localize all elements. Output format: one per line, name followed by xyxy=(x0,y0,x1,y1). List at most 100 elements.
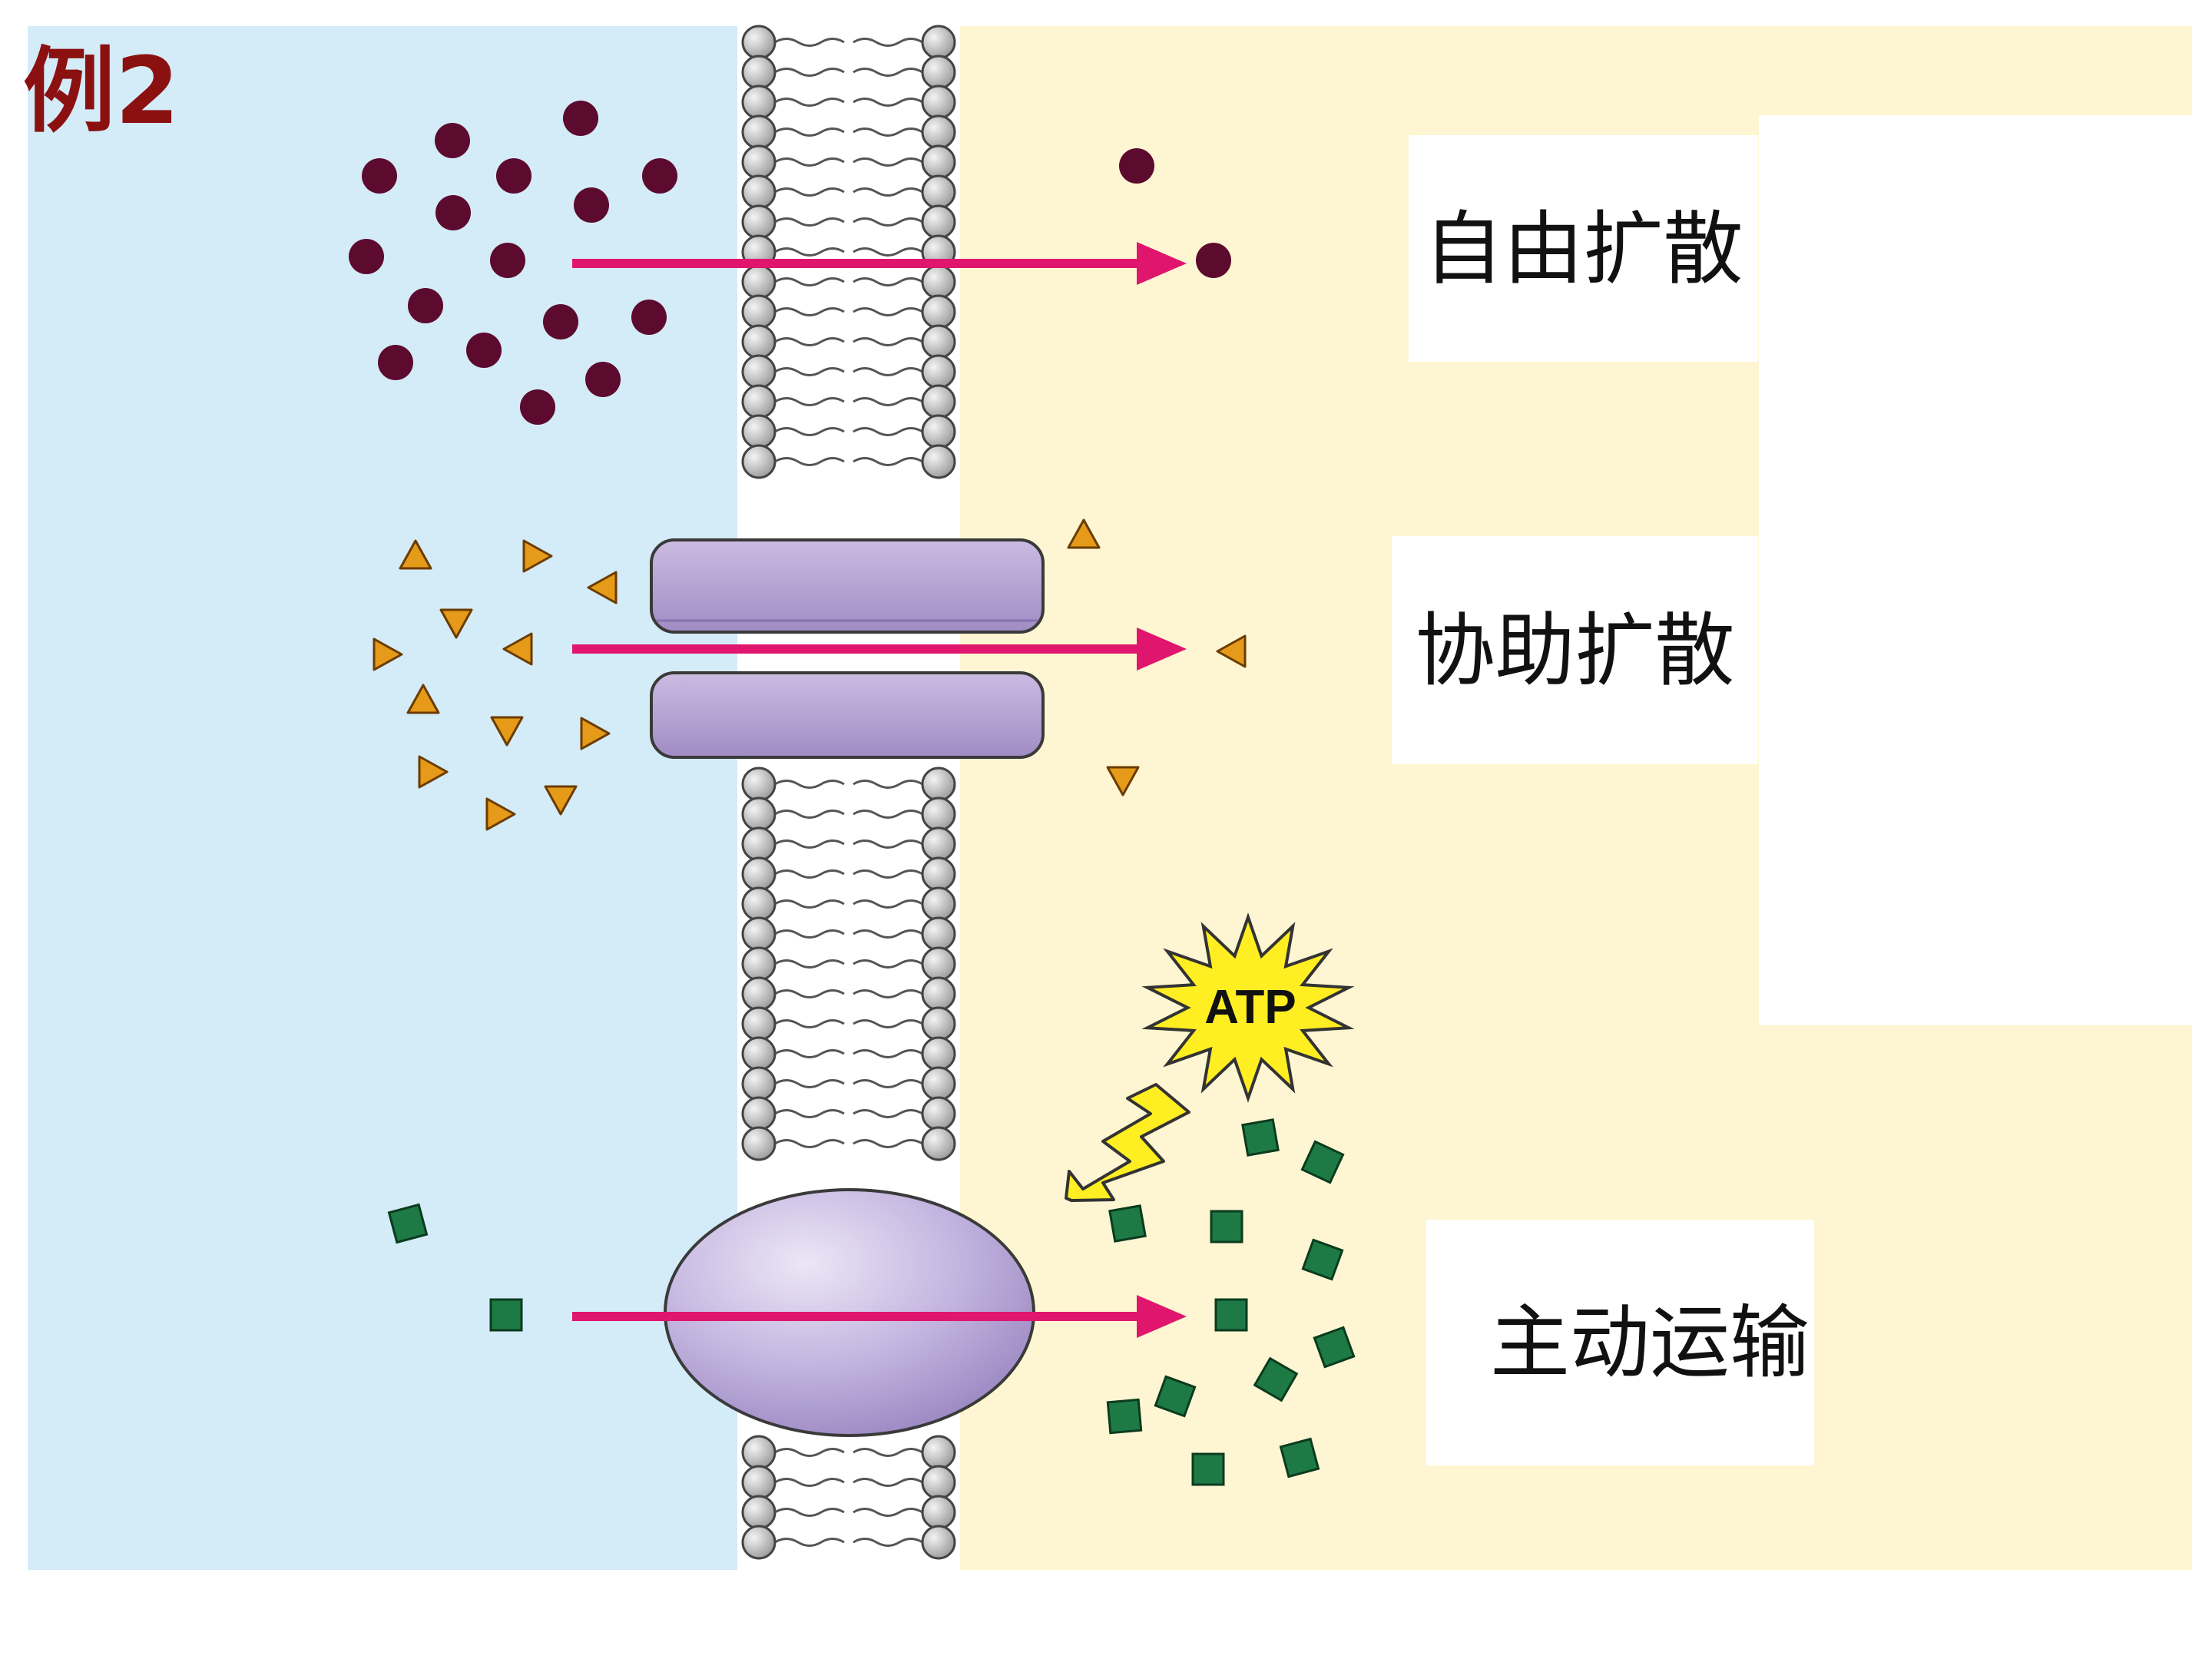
phospholipid-head xyxy=(921,1435,956,1470)
phospholipid-head xyxy=(921,856,956,892)
phospholipid-head xyxy=(921,826,956,862)
lipid-tail xyxy=(774,337,845,346)
lipid-tail xyxy=(774,367,845,376)
phospholipid-head xyxy=(921,324,956,359)
phospholipid-head xyxy=(741,414,777,449)
phospholipid-head xyxy=(741,1066,777,1101)
atp-label: ATP xyxy=(1204,981,1296,1034)
lipid-tail xyxy=(853,810,923,819)
lipid-tail xyxy=(774,780,845,789)
free-molecule xyxy=(435,123,470,158)
lipid-tail xyxy=(774,217,845,227)
lipid-tail xyxy=(853,187,923,197)
active-molecule xyxy=(1300,1140,1345,1184)
free-molecule xyxy=(496,158,531,194)
phospholipid-head xyxy=(741,886,777,922)
lipid-tail xyxy=(774,1049,845,1058)
free-molecule xyxy=(563,101,598,136)
phospholipid-head xyxy=(921,444,956,479)
lipid-tail xyxy=(774,1538,845,1547)
arrow-facilitated-diffusion xyxy=(572,628,1187,671)
lipid-tail xyxy=(774,1079,845,1088)
facilitated-molecule xyxy=(373,637,403,671)
facilitated-molecule xyxy=(544,785,578,816)
phospholipid-head xyxy=(921,84,956,120)
lipid-tail xyxy=(774,959,845,969)
lipid-tail xyxy=(774,397,845,406)
active-molecule xyxy=(1279,1437,1320,1479)
free-molecule xyxy=(349,239,384,274)
lipid-tail xyxy=(774,187,845,197)
phospholipid-head xyxy=(921,1495,956,1530)
lipid-tail xyxy=(774,929,845,939)
phospholipid-head xyxy=(921,114,956,150)
phospholipid-head xyxy=(741,144,777,180)
free-diffusion-label: 自由扩散 xyxy=(1423,201,1743,296)
label-box-free-diffusion: 自由扩散 xyxy=(1409,135,1758,362)
facilitated-molecule xyxy=(406,684,440,714)
phospholipid-head xyxy=(921,1525,956,1560)
phospholipid-head xyxy=(741,976,777,1012)
lipid-tail xyxy=(853,127,923,137)
phospholipid-head xyxy=(741,174,777,210)
facilitated-diffusion-molecules xyxy=(373,518,1247,831)
lipid-tail xyxy=(853,457,923,466)
phospholipid-head xyxy=(921,1006,956,1041)
facilitated-molecule xyxy=(1067,518,1101,549)
phospholipid-head xyxy=(741,204,777,240)
lipid-tail xyxy=(774,98,845,107)
phospholipid-head xyxy=(741,114,777,150)
facilitated-molecule xyxy=(587,571,618,604)
lipid-tail xyxy=(853,989,923,998)
phospholipid-head xyxy=(921,25,956,60)
lipid-tail xyxy=(853,1019,923,1028)
lipid-tail xyxy=(853,929,923,939)
free-molecule xyxy=(631,300,667,335)
energy-lightning-icon xyxy=(1065,1083,1190,1202)
phospholipid-head xyxy=(741,1435,777,1470)
phospholipid-head xyxy=(921,767,956,802)
phospholipid-head xyxy=(921,796,956,832)
lipid-tail xyxy=(774,247,845,257)
lipid-tail xyxy=(853,1448,923,1457)
lipid-tail xyxy=(774,1109,845,1118)
lipid-tail xyxy=(774,1448,845,1457)
phospholipid-head xyxy=(741,354,777,389)
lipid-tail xyxy=(853,1139,923,1148)
lipid-tail xyxy=(774,277,845,286)
phospholipid-head xyxy=(921,916,956,952)
lipid-tail xyxy=(774,427,845,436)
label-box-facilitated-diffusion: 协助扩散 xyxy=(1392,536,1758,764)
free-diffusion-molecules xyxy=(349,101,1231,425)
facilitated-diffusion-label: 协助扩散 xyxy=(1415,603,1735,697)
lipid-tail xyxy=(853,780,923,789)
free-molecule xyxy=(520,389,555,425)
lipid-tail xyxy=(774,1139,845,1148)
white-cutout xyxy=(1759,115,2212,1025)
active-molecule xyxy=(1301,1238,1344,1281)
phospholipid-head xyxy=(741,767,777,802)
active-molecule xyxy=(1210,1210,1243,1243)
free-molecule xyxy=(585,362,621,397)
phospholipid-head xyxy=(921,1465,956,1500)
lipid-tail xyxy=(853,427,923,436)
phospholipid-head xyxy=(921,204,956,240)
lipid-tails xyxy=(774,38,923,1547)
phospholipid-head xyxy=(921,55,956,90)
atp-burst-icon xyxy=(1141,912,1355,1103)
lipid-tail xyxy=(853,38,923,47)
arrow-active-transport xyxy=(572,1295,1187,1338)
phospholipid-head xyxy=(921,1036,956,1071)
facilitated-molecule xyxy=(490,716,524,747)
facilitated-molecule xyxy=(1216,634,1247,668)
free-molecule xyxy=(490,243,525,278)
phospholipid-head xyxy=(921,1096,956,1131)
phospholipid-head xyxy=(741,384,777,419)
active-molecule xyxy=(1253,1356,1299,1402)
phospholipid-head xyxy=(741,796,777,832)
active-molecule xyxy=(1214,1298,1248,1332)
facilitated-molecule xyxy=(439,608,473,639)
lipid-tail xyxy=(853,1109,923,1118)
facilitated-molecule xyxy=(485,797,516,831)
lipid-tail xyxy=(853,839,923,849)
